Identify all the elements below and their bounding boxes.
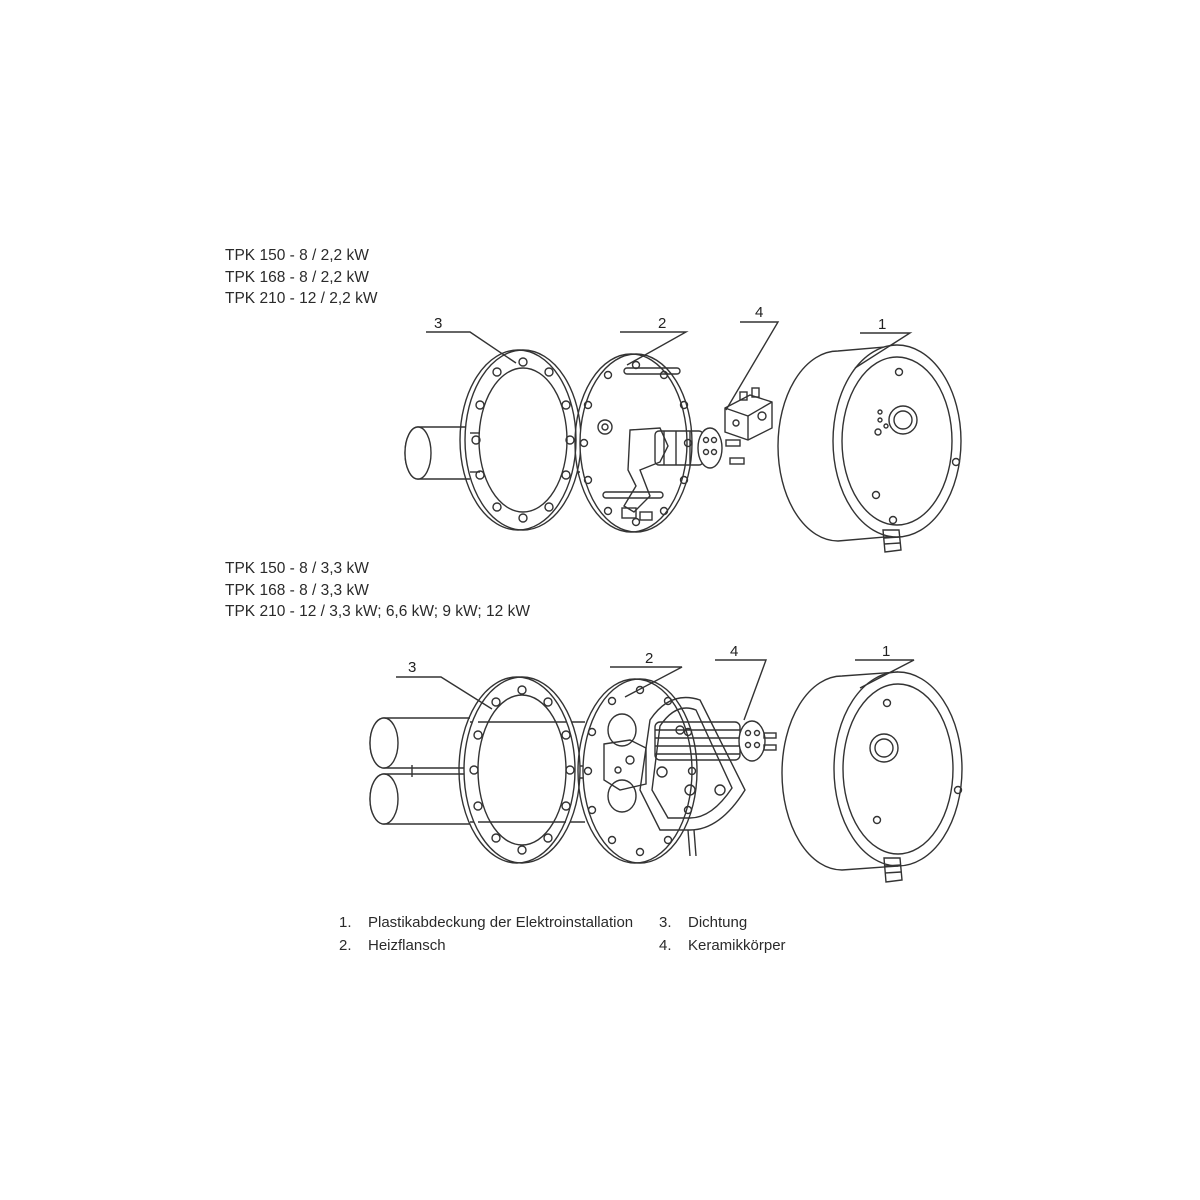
model-label: TPK 210 - 12 / 3,3 kW; 6,6 kW; 9 kW; 12 … <box>225 603 530 620</box>
model-label: TPK 150 - 8 / 3,3 kW <box>225 560 369 577</box>
callouts-bottom <box>396 659 915 721</box>
callout-1-bottom: 1 <box>882 643 890 660</box>
model-list-bottom: TPK 150 - 8 / 3,3 kW TPK 168 - 8 / 3,3 k… <box>225 558 530 623</box>
callout-1-top: 1 <box>878 316 886 333</box>
callouts-top <box>426 321 913 411</box>
callout-4-bottom: 4 <box>730 643 738 660</box>
model-label: TPK 168 - 8 / 2,2 kW <box>225 268 369 286</box>
legend-label: Heizflansch <box>368 937 446 954</box>
legend-number: 1. <box>339 914 352 931</box>
model-list-top: TPK 150 - 8 / 2,2 kW TPK 168 - 8 / 2,2 k… <box>225 245 377 310</box>
legend-number: 2. <box>339 937 352 954</box>
model-label: TPK 150 - 8 / 2,2 kW <box>225 247 369 264</box>
gasket <box>458 676 581 864</box>
heating-flange <box>577 678 777 864</box>
legend-item: 2. Heizflansch <box>339 934 633 957</box>
legend-number: 4. <box>659 937 672 954</box>
bottom-assembly <box>369 659 963 883</box>
legend-number: 3. <box>659 914 672 931</box>
top-assembly <box>404 321 962 553</box>
legend-item: 3. Dichtung <box>659 911 786 934</box>
legend-label: Dichtung <box>688 914 748 931</box>
callout-3-bottom: 3 <box>408 659 416 676</box>
model-label: TPK 210 - 12 / 2,2 kW <box>225 290 378 307</box>
plastic-cover <box>777 344 962 553</box>
legend-item: 4. Keramikkörper <box>659 934 786 957</box>
callout-4-top: 4 <box>755 304 763 321</box>
legend-item: 1. Plastikabdeckung der Elektroinstallati… <box>339 911 633 934</box>
callout-3-top: 3 <box>434 315 442 332</box>
legend-label: Plastikabdeckung der Elektroinstallation <box>368 914 634 931</box>
legend-left: 1. Plastikabdeckung der Elektroinstallati… <box>339 911 633 957</box>
heating-tubes <box>369 717 585 825</box>
gasket <box>459 349 582 531</box>
callout-2-top: 2 <box>658 315 666 332</box>
legend-right: 3. Dichtung 4. Keramikkörper <box>659 911 786 957</box>
model-label: TPK 168 - 8 / 3,3 kW <box>225 581 369 599</box>
ceramic-body <box>724 387 773 441</box>
callout-2-bottom: 2 <box>645 650 653 667</box>
heating-flange <box>574 353 745 533</box>
plastic-cover <box>781 671 963 883</box>
legend-label: Keramikkörper <box>688 937 786 954</box>
